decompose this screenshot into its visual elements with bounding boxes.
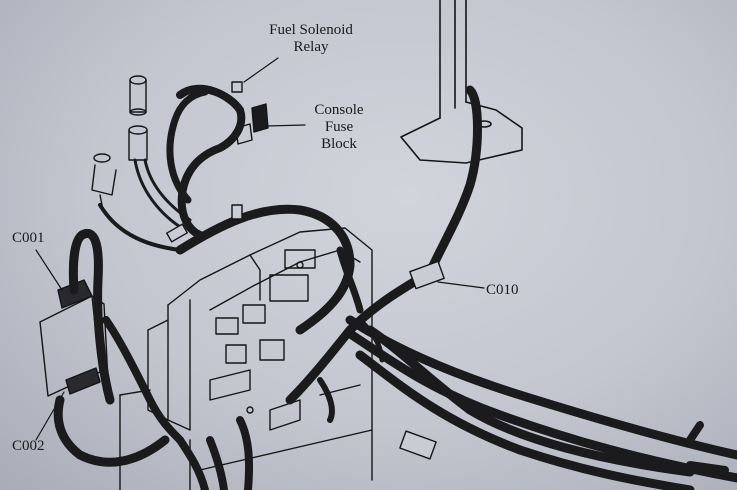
harness-wires xyxy=(53,84,737,490)
relay-and-fuse-block xyxy=(231,81,269,145)
c002-label: C002 xyxy=(12,438,45,454)
fuel-solenoid-relay-label: Fuel Solenoid Relay xyxy=(256,22,366,56)
console-fuse-block-line-2: Fuse xyxy=(324,119,354,135)
console-fuse-block-line-3: Block xyxy=(321,136,357,152)
console-fuse-block-line-1: Console xyxy=(314,102,364,118)
switch-components xyxy=(91,75,148,206)
steering-post xyxy=(400,0,523,164)
console-fuse-block-label: Console Fuse Block xyxy=(304,102,374,153)
c010-label: C010 xyxy=(486,282,519,298)
fuel-solenoid-relay-line-1: Fuel Solenoid xyxy=(269,22,353,38)
c001-label: C001 xyxy=(12,230,45,246)
inline-connectors xyxy=(166,204,445,460)
fuel-solenoid-relay-line-2: Relay xyxy=(293,39,329,55)
